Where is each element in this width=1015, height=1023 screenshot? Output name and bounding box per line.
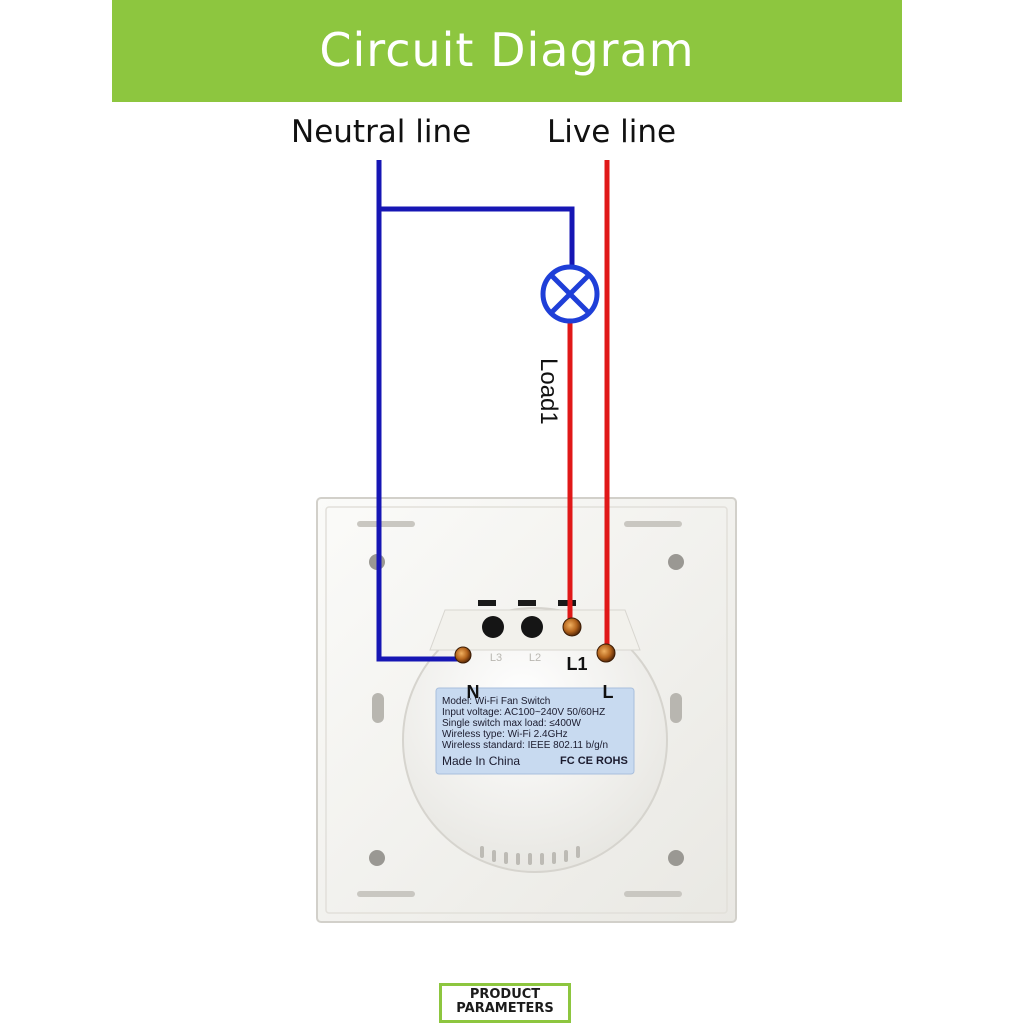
- product-parameters-badge: PRODUCT PARAMETERS: [439, 983, 571, 1023]
- spec-line: Input voltage: AC100~240V 50/60HZ: [442, 707, 605, 718]
- neutral-line-label: Neutral line: [291, 114, 472, 150]
- terminal-n-label: N: [467, 682, 480, 702]
- spec-line: Single switch max load: ≤400W: [442, 718, 581, 729]
- cert-marks: FC CE ROHS: [560, 755, 628, 767]
- terminal-l1-label: L1: [566, 654, 587, 674]
- spec-line: Model: Wi-Fi Fan Switch: [442, 696, 550, 707]
- diagram-title: Circuit Diagram: [319, 23, 695, 77]
- terminal-l-label: L: [603, 682, 614, 702]
- neutral-wire: [376, 160, 463, 662]
- badge-line-2: PARAMETERS: [456, 1001, 554, 1016]
- spec-label: Model: Wi-Fi Fan Switch Input voltage: A…: [435, 687, 635, 775]
- terminal-l3-label: L3: [490, 652, 502, 664]
- load-label: Load1: [535, 358, 562, 425]
- spec-line: Wireless type: Wi-Fi 2.4GHz: [442, 729, 568, 740]
- lamp-icon: [540, 264, 600, 324]
- terminal-l1-screw: [562, 617, 582, 637]
- title-banner: Circuit Diagram: [112, 0, 902, 102]
- badge-line-1: PRODUCT: [469, 987, 541, 1002]
- terminal-l2-label: L2: [529, 652, 541, 664]
- terminal-n-screw: [454, 646, 472, 664]
- neutral-to-lamp-wire: [379, 206, 575, 268]
- live-line-label: Live line: [547, 114, 677, 150]
- made-in-label: Made In China: [442, 754, 520, 768]
- spec-line: Wireless standard: IEEE 802.11 b/g/n: [442, 740, 608, 751]
- terminal-l-screw: [596, 643, 616, 663]
